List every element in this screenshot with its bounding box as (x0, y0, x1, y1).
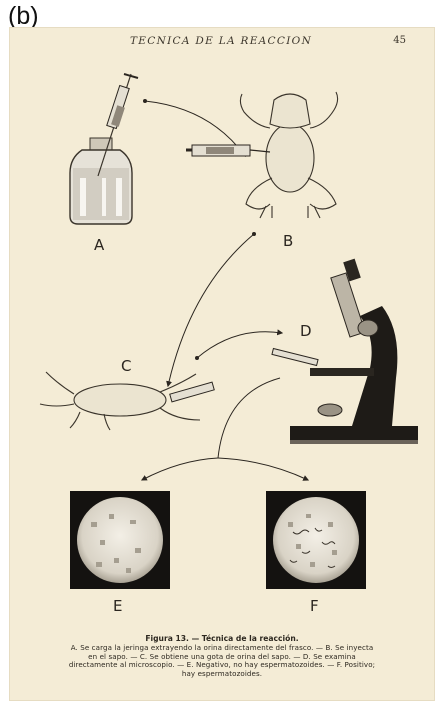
label-a: A (94, 236, 105, 254)
label-c: C (121, 357, 131, 375)
arrow-to-f (218, 458, 308, 480)
dish-negative-image (70, 491, 170, 589)
arrow-to-e (142, 458, 218, 480)
microscope-illustration (272, 259, 418, 444)
label-e: E (113, 597, 122, 615)
frog-b-illustration (240, 92, 337, 218)
label-d: D (300, 322, 312, 340)
label-f: F (310, 597, 319, 615)
dish-positive-image (266, 491, 366, 589)
arrow-c-to-d (197, 332, 282, 358)
figure-illustration: A B (10, 28, 434, 628)
label-b: B (283, 232, 293, 250)
book-page: TECNICA DE LA REACCION 45 (9, 27, 435, 701)
caption-line-4: hay espermatozoides. (22, 670, 422, 679)
jar-illustration (70, 138, 132, 224)
figure-caption: Figura 13. — Técnica de la reacción. A. … (22, 634, 422, 678)
syringe-b-illustration (186, 145, 270, 156)
arrow-b-to-c (168, 234, 254, 386)
